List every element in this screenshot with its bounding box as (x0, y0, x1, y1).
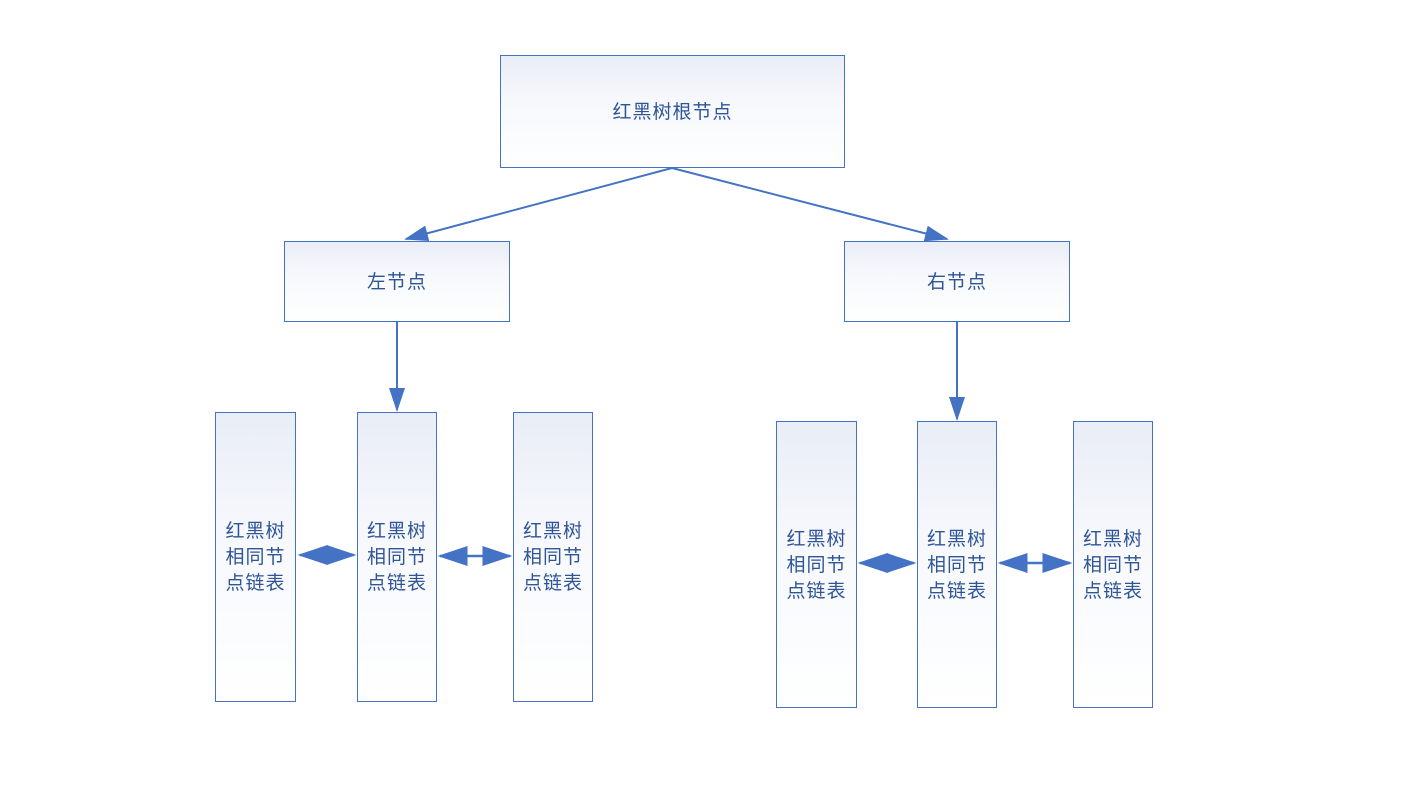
linked-list-label: 红黑树相同节点链表 (926, 527, 987, 602)
right-linked-list-box-2: 红黑树相同节点链表 (917, 421, 997, 708)
linked-list-label: 红黑树相同节点链表 (786, 527, 847, 602)
root-node-label: 红黑树根节点 (612, 100, 733, 123)
left-linked-list-box-3: 红黑树相同节点链表 (513, 412, 593, 702)
left-child-node-label: 左节点 (366, 270, 427, 293)
right-linked-list-box-1: 红黑树相同节点链表 (776, 421, 857, 708)
right-child-node: 右节点 (844, 241, 1070, 322)
right-child-node-label: 右节点 (926, 270, 987, 293)
linked-list-label: 红黑树相同节点链表 (366, 520, 427, 594)
right-linked-list-box-3: 红黑树相同节点链表 (1073, 421, 1153, 708)
left-child-node: 左节点 (284, 241, 510, 322)
root-node: 红黑树根节点 (500, 55, 845, 168)
linked-list-label: 红黑树相同节点链表 (1082, 527, 1143, 602)
left-linked-list-box-2: 红黑树相同节点链表 (357, 412, 437, 702)
arrow-root-to-left-node (404, 167, 673, 242)
linked-list-label: 红黑树相同节点链表 (225, 520, 286, 594)
left-linked-list-box-1: 红黑树相同节点链表 (215, 412, 296, 702)
arrow-root-to-right-node (671, 167, 949, 242)
linked-list-label: 红黑树相同节点链表 (522, 520, 583, 594)
